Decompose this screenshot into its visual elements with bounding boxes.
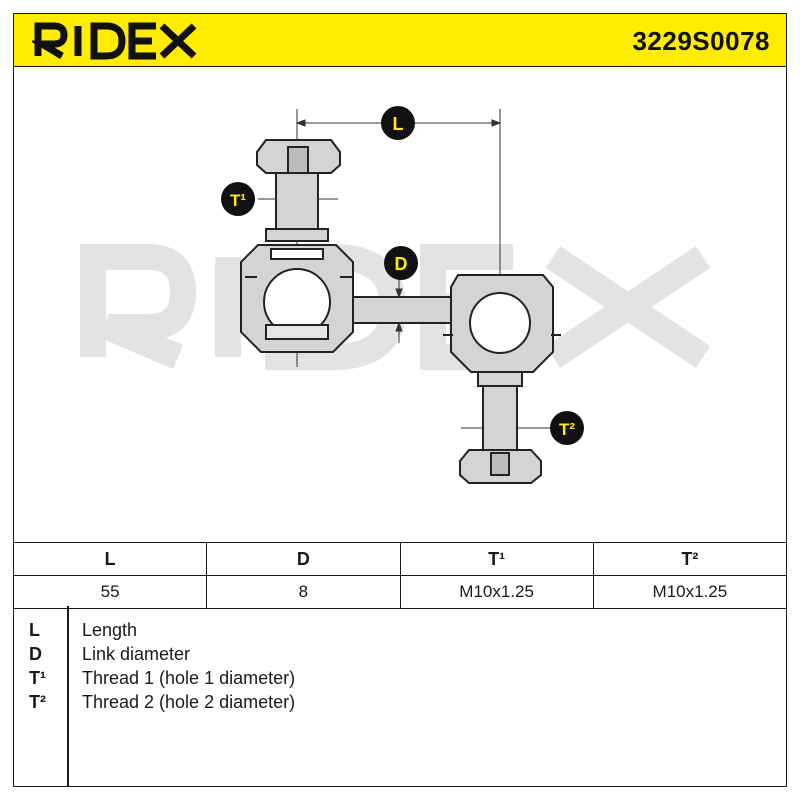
dimension-line-D	[395, 279, 403, 343]
header-bar: 3229S0078	[13, 13, 787, 67]
legend: L Length D Link diameter T¹ Thread 1 (ho…	[13, 606, 787, 787]
upper-ball-joint	[240, 139, 354, 353]
link-rod	[352, 296, 454, 324]
part-number: 3229S0078	[632, 26, 770, 56]
specs-header-cell: T¹	[399, 542, 594, 576]
specs-header-cell: D	[206, 542, 401, 576]
legend-row: T¹ Thread 1 (hole 1 diameter)	[13, 668, 787, 692]
legend-divider	[67, 606, 69, 787]
specs-header-cell: T²	[592, 542, 788, 576]
legend-description: Link diameter	[82, 644, 191, 664]
badge-L: L	[381, 106, 415, 140]
specs-header-row: L D T¹ T²	[12, 542, 788, 576]
specs-header-cell: L	[12, 542, 208, 576]
ridex-logo	[32, 22, 197, 60]
specs-value-cell: 8	[206, 575, 401, 609]
badge-D: D	[384, 246, 418, 280]
legend-symbol: T¹	[29, 668, 46, 688]
legend-symbol: L	[29, 620, 40, 640]
thread-dimension-lines	[258, 198, 553, 429]
legend-row: T² Thread 2 (hole 2 diameter)	[13, 692, 787, 716]
svg-text:T²: T²	[559, 420, 575, 439]
specs-value-cell: 55	[12, 575, 208, 609]
legend-row: D Link diameter	[13, 644, 787, 668]
specs-value-cell: M10x1.25	[399, 575, 594, 609]
svg-text:L: L	[393, 114, 404, 134]
badge-T2: T²	[550, 411, 584, 445]
svg-text:D: D	[395, 254, 408, 274]
svg-text:T¹: T¹	[230, 191, 246, 210]
legend-description: Length	[82, 620, 138, 640]
specs-table: L D T¹ T² 55 8 M10x1.25 M10x1.25	[12, 542, 788, 609]
specs-value-row: 55 8 M10x1.25 M10x1.25	[12, 575, 788, 609]
legend-symbol: T²	[29, 692, 46, 712]
legend-description: Thread 2 (hole 2 diameter)	[82, 692, 296, 712]
legend-row: L Length	[13, 620, 787, 644]
lower-ball-joint	[443, 274, 561, 484]
technical-drawing: L D T¹ T²	[80, 106, 711, 484]
specs-value-cell: M10x1.25	[592, 575, 788, 609]
legend-symbol: D	[29, 644, 42, 664]
badge-T1: T¹	[221, 182, 255, 216]
legend-description: Thread 1 (hole 1 diameter)	[82, 668, 296, 688]
